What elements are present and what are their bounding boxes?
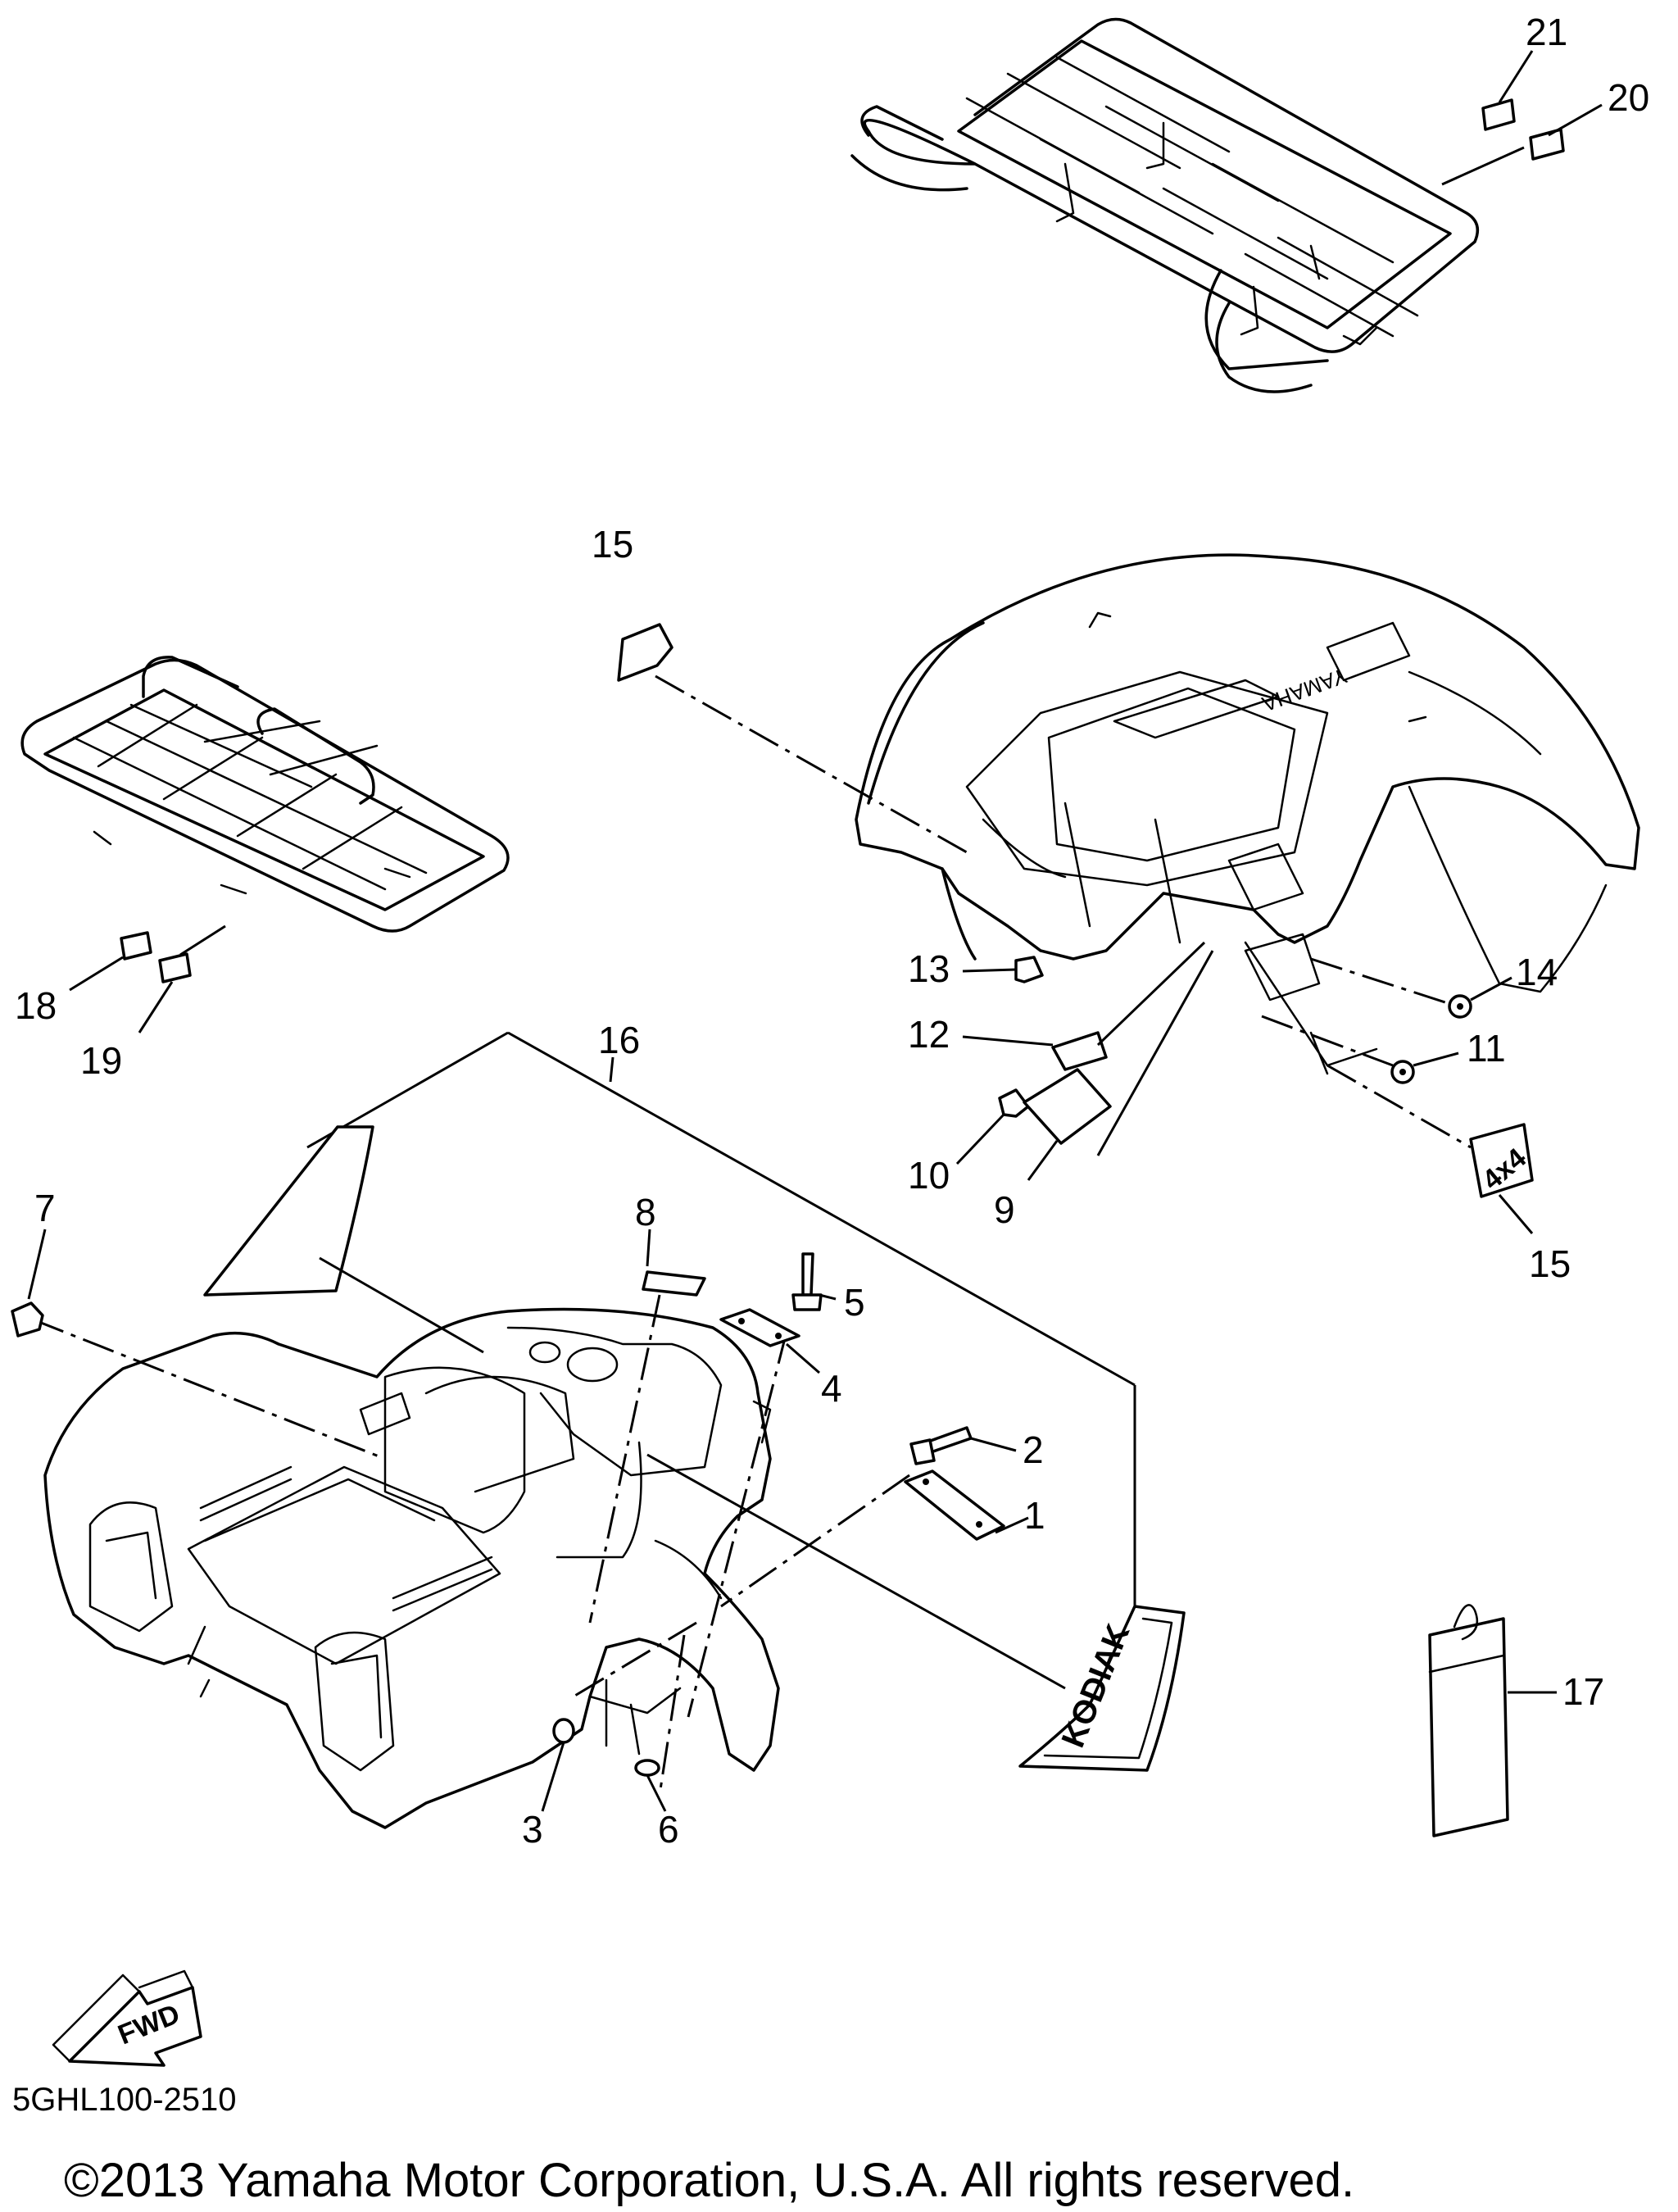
callout-15-upper: 15	[592, 523, 633, 565]
decal-19	[158, 952, 192, 983]
plate-1-rivet-2	[904, 1426, 1029, 1541]
callout-14: 14	[1516, 951, 1558, 993]
callout-17: 17	[1562, 1670, 1604, 1713]
decal-21	[1481, 98, 1516, 131]
callout-19: 19	[80, 1039, 122, 1082]
callout-10: 10	[908, 1154, 950, 1197]
rear-fender: YAMAHA	[855, 553, 1640, 1075]
front-fender	[43, 1307, 780, 1829]
decal-8	[642, 1229, 706, 1297]
plate-12	[1051, 1031, 1108, 1071]
fender-small-parts	[955, 941, 1512, 1181]
tag-17	[1428, 1604, 1557, 1837]
callout-20: 20	[1608, 76, 1649, 119]
callout-7: 7	[34, 1187, 56, 1229]
callout-9: 9	[994, 1188, 1015, 1231]
decal-18	[120, 931, 152, 961]
callout-numbers: 1 2 3 4 5 6 7 8 9 10 11 12 13 14 15 15 1…	[15, 11, 1649, 1851]
callout-13: 13	[908, 947, 950, 990]
side-cover-15-upper	[617, 623, 968, 854]
callout-18: 18	[15, 984, 57, 1027]
fwd-arrow-icon: FWD	[52, 1969, 202, 2067]
callout-16: 16	[598, 1019, 640, 1061]
side-stripe-decal	[203, 1125, 484, 1354]
callout-4: 4	[821, 1367, 842, 1410]
carrier-decals-top	[1441, 50, 1603, 186]
callout-11: 11	[1467, 1027, 1506, 1070]
callout-3: 3	[522, 1808, 543, 1851]
cap-7	[11, 1229, 47, 1338]
front-carrier	[20, 656, 510, 933]
callout-12: 12	[908, 1013, 950, 1056]
rivet-13	[1014, 956, 1044, 983]
callout-6: 6	[658, 1808, 679, 1851]
decal-20	[1529, 128, 1565, 161]
emblem-15-lower: 4x4	[1327, 1064, 1534, 1234]
copyright-notice: ©2013 Yamaha Motor Corporation, U.S.A. A…	[64, 2154, 1354, 2207]
fender-leaders	[32, 1294, 1066, 1796]
kodiak-side-decal: KODIAK	[1018, 1605, 1186, 1772]
callout-2: 2	[1023, 1428, 1044, 1471]
drawing-code: 5GHL100-2510	[12, 2082, 237, 2118]
callout-8: 8	[635, 1191, 656, 1233]
lid-9	[1023, 1068, 1112, 1145]
callout-5: 5	[844, 1281, 865, 1324]
plate-4-rivet-5	[719, 1252, 837, 1374]
callout-1: 1	[1024, 1494, 1045, 1537]
rivet-10	[998, 1088, 1030, 1118]
washers-3-6	[541, 1718, 667, 1812]
rear-carrier	[850, 17, 1480, 393]
fender-logo-text: YAMAHA	[1258, 663, 1350, 716]
callout-21: 21	[1526, 11, 1567, 53]
callout-15-lower: 15	[1529, 1242, 1571, 1285]
carrier-decals-left	[69, 924, 226, 1033]
